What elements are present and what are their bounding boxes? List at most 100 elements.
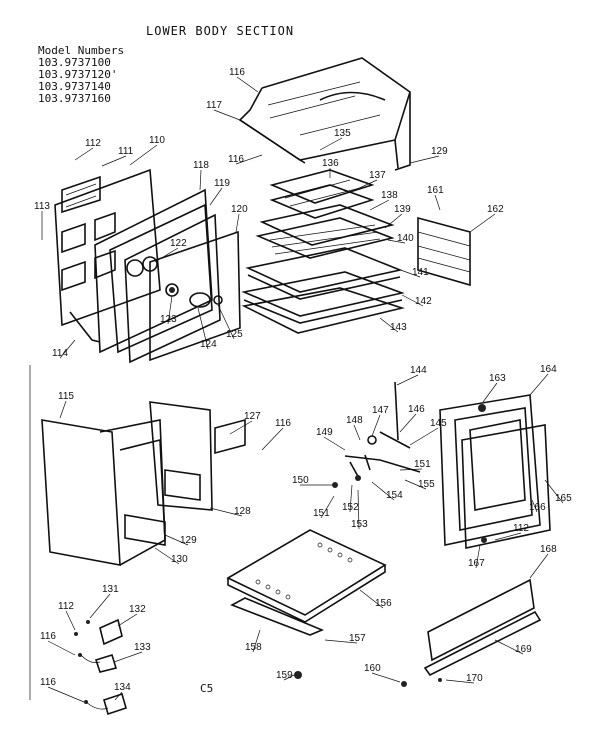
callout-leader-line (445, 679, 475, 684)
burner-assembly-part (241, 169, 405, 334)
callout-leader-line (357, 489, 360, 530)
door-outer-panel-part (41, 401, 246, 566)
callout-label: 160 (364, 663, 381, 674)
callout-leader-line (129, 144, 158, 166)
callout-label: 124 (200, 339, 217, 350)
callout-label: 132 (129, 604, 146, 615)
callout-label: 152 (342, 502, 359, 513)
model-number: 103.9737100 (38, 56, 111, 69)
callout-label: 170 (466, 673, 483, 684)
callout-label: 112 (513, 523, 529, 534)
callout-label: 150 (292, 475, 309, 486)
callout-leader-line (101, 155, 127, 167)
cooktop-top-part (238, 57, 411, 171)
callout-leader-line (529, 373, 549, 396)
callout-label: 133 (134, 642, 151, 653)
callout-label: 129 (180, 535, 197, 546)
callout-leader-line (319, 137, 343, 151)
callout-label: 168 (540, 544, 557, 555)
callout-leader-line (394, 267, 421, 278)
callout-leader-line (324, 639, 358, 644)
callout-label: 116 (275, 418, 291, 429)
callout-label: 112 (85, 138, 101, 149)
callout-leader-line (387, 239, 406, 244)
callout-label: 112 (58, 601, 74, 612)
callout-leader-line (235, 154, 263, 165)
callout-label: 143 (390, 322, 407, 333)
callout-label: 161 (427, 185, 444, 196)
callout-label: 129 (431, 146, 448, 157)
callout-label: 159 (276, 670, 293, 681)
right-side-panel-part (417, 216, 471, 287)
callout-leader-line (229, 420, 253, 435)
callout-leader-line (409, 155, 440, 164)
callout-label: 154 (386, 490, 403, 501)
callout-leader-line (209, 507, 243, 517)
callout-label: 153 (351, 519, 368, 530)
callout-label: 116 (229, 67, 245, 78)
callout-leader-line (353, 424, 361, 441)
callout-leader-line (544, 479, 564, 504)
callout-leader-line (531, 499, 538, 513)
callout-label: 119 (214, 178, 230, 189)
callout-leader-line (47, 640, 76, 656)
callout-leader-line (59, 400, 67, 419)
callout-label: 114 (52, 348, 68, 359)
callout-label: 116 (40, 631, 56, 642)
callout-leader-line (379, 317, 399, 333)
callout-leader-line (399, 468, 423, 471)
callout-label: 166 (529, 502, 546, 513)
callout-label: 128 (234, 506, 251, 517)
callout-label: 135 (334, 128, 351, 139)
callout-label: 167 (468, 558, 485, 569)
callout-label: 169 (515, 644, 532, 655)
diagram-code: C5 (200, 682, 214, 695)
callout-leader-line (213, 109, 241, 121)
callout-label: 123 (160, 314, 177, 325)
callout-leader-line (369, 199, 390, 211)
callout-label: 151 (313, 508, 330, 519)
callout-leader-line (164, 534, 189, 546)
callout-label: 110 (149, 135, 165, 146)
callout-leader-line (167, 295, 173, 325)
callout-leader-line (494, 532, 522, 541)
callout-leader-line (323, 436, 346, 451)
callout-leader-line (354, 179, 378, 191)
callout-leader-line (283, 674, 295, 681)
callout-label: 131 (102, 584, 119, 595)
front-frame-part (94, 188, 241, 364)
callout-leader-line (320, 495, 335, 519)
callout-label: 125 (226, 329, 243, 340)
callout-leader-line (349, 484, 353, 513)
callout-label: 136 (322, 158, 339, 169)
callout-leader-line (396, 374, 419, 386)
callout-label: 155 (418, 479, 435, 490)
callout-leader-line (482, 382, 498, 403)
callout-label: 144 (410, 365, 427, 376)
callout-leader-line (252, 629, 261, 653)
callout-label: 164 (540, 364, 557, 375)
callout-leader-line (404, 479, 427, 490)
callout-label: 116 (228, 154, 244, 165)
callout-labels: 1101111121121121131141151161161161161161… (34, 67, 572, 703)
callout-leader-line (65, 610, 76, 631)
callout-leader-line (236, 76, 259, 93)
kickplate-part (401, 578, 542, 687)
callout-label: 149 (316, 427, 333, 438)
callout-leader-line (475, 544, 481, 569)
callout-label: 139 (394, 204, 411, 215)
callout-leader-line (529, 553, 549, 579)
callout-label: 138 (381, 190, 398, 201)
side-panel-part (54, 168, 161, 343)
callout-leader-line (469, 213, 496, 233)
callout-label: 127 (244, 411, 261, 422)
callout-leader-line (199, 169, 202, 191)
callout-leader-line (113, 651, 143, 663)
callout-label: 118 (193, 160, 209, 171)
callout-label: 116 (40, 677, 56, 688)
callout-leader-line (434, 194, 441, 211)
callout-leader-line (401, 294, 424, 307)
callout-leader-line (209, 187, 223, 206)
